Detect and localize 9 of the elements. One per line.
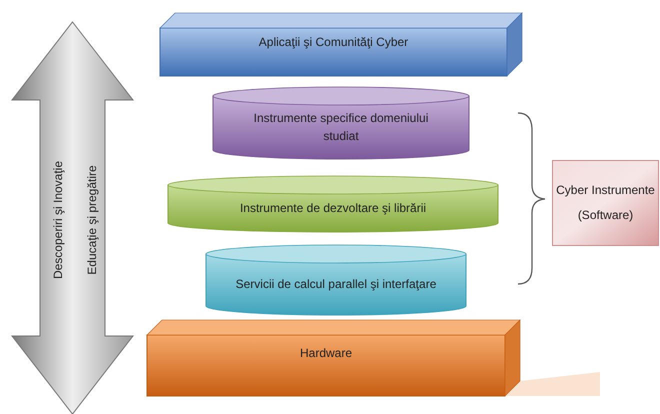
layer-label: Hardware: [300, 344, 352, 362]
layer-label: Aplicaţii şi Comunităţi Cyber: [258, 34, 408, 51]
layer-label: (Software): [578, 207, 634, 224]
layer-label: Cyber Instrumente: [556, 182, 655, 199]
layer-label: Instrumente de dezvoltare şi librării: [240, 200, 426, 217]
arrow-label: Descoperiri şi Inovaţie: [50, 160, 66, 282]
arrow-label: Educaţie şi pregătire: [84, 164, 100, 277]
layer-label: Servicii de calcul parallel şi interfaţare: [236, 276, 436, 293]
layer-label: Instrumente specifice domeniului studiat: [252, 110, 430, 144]
